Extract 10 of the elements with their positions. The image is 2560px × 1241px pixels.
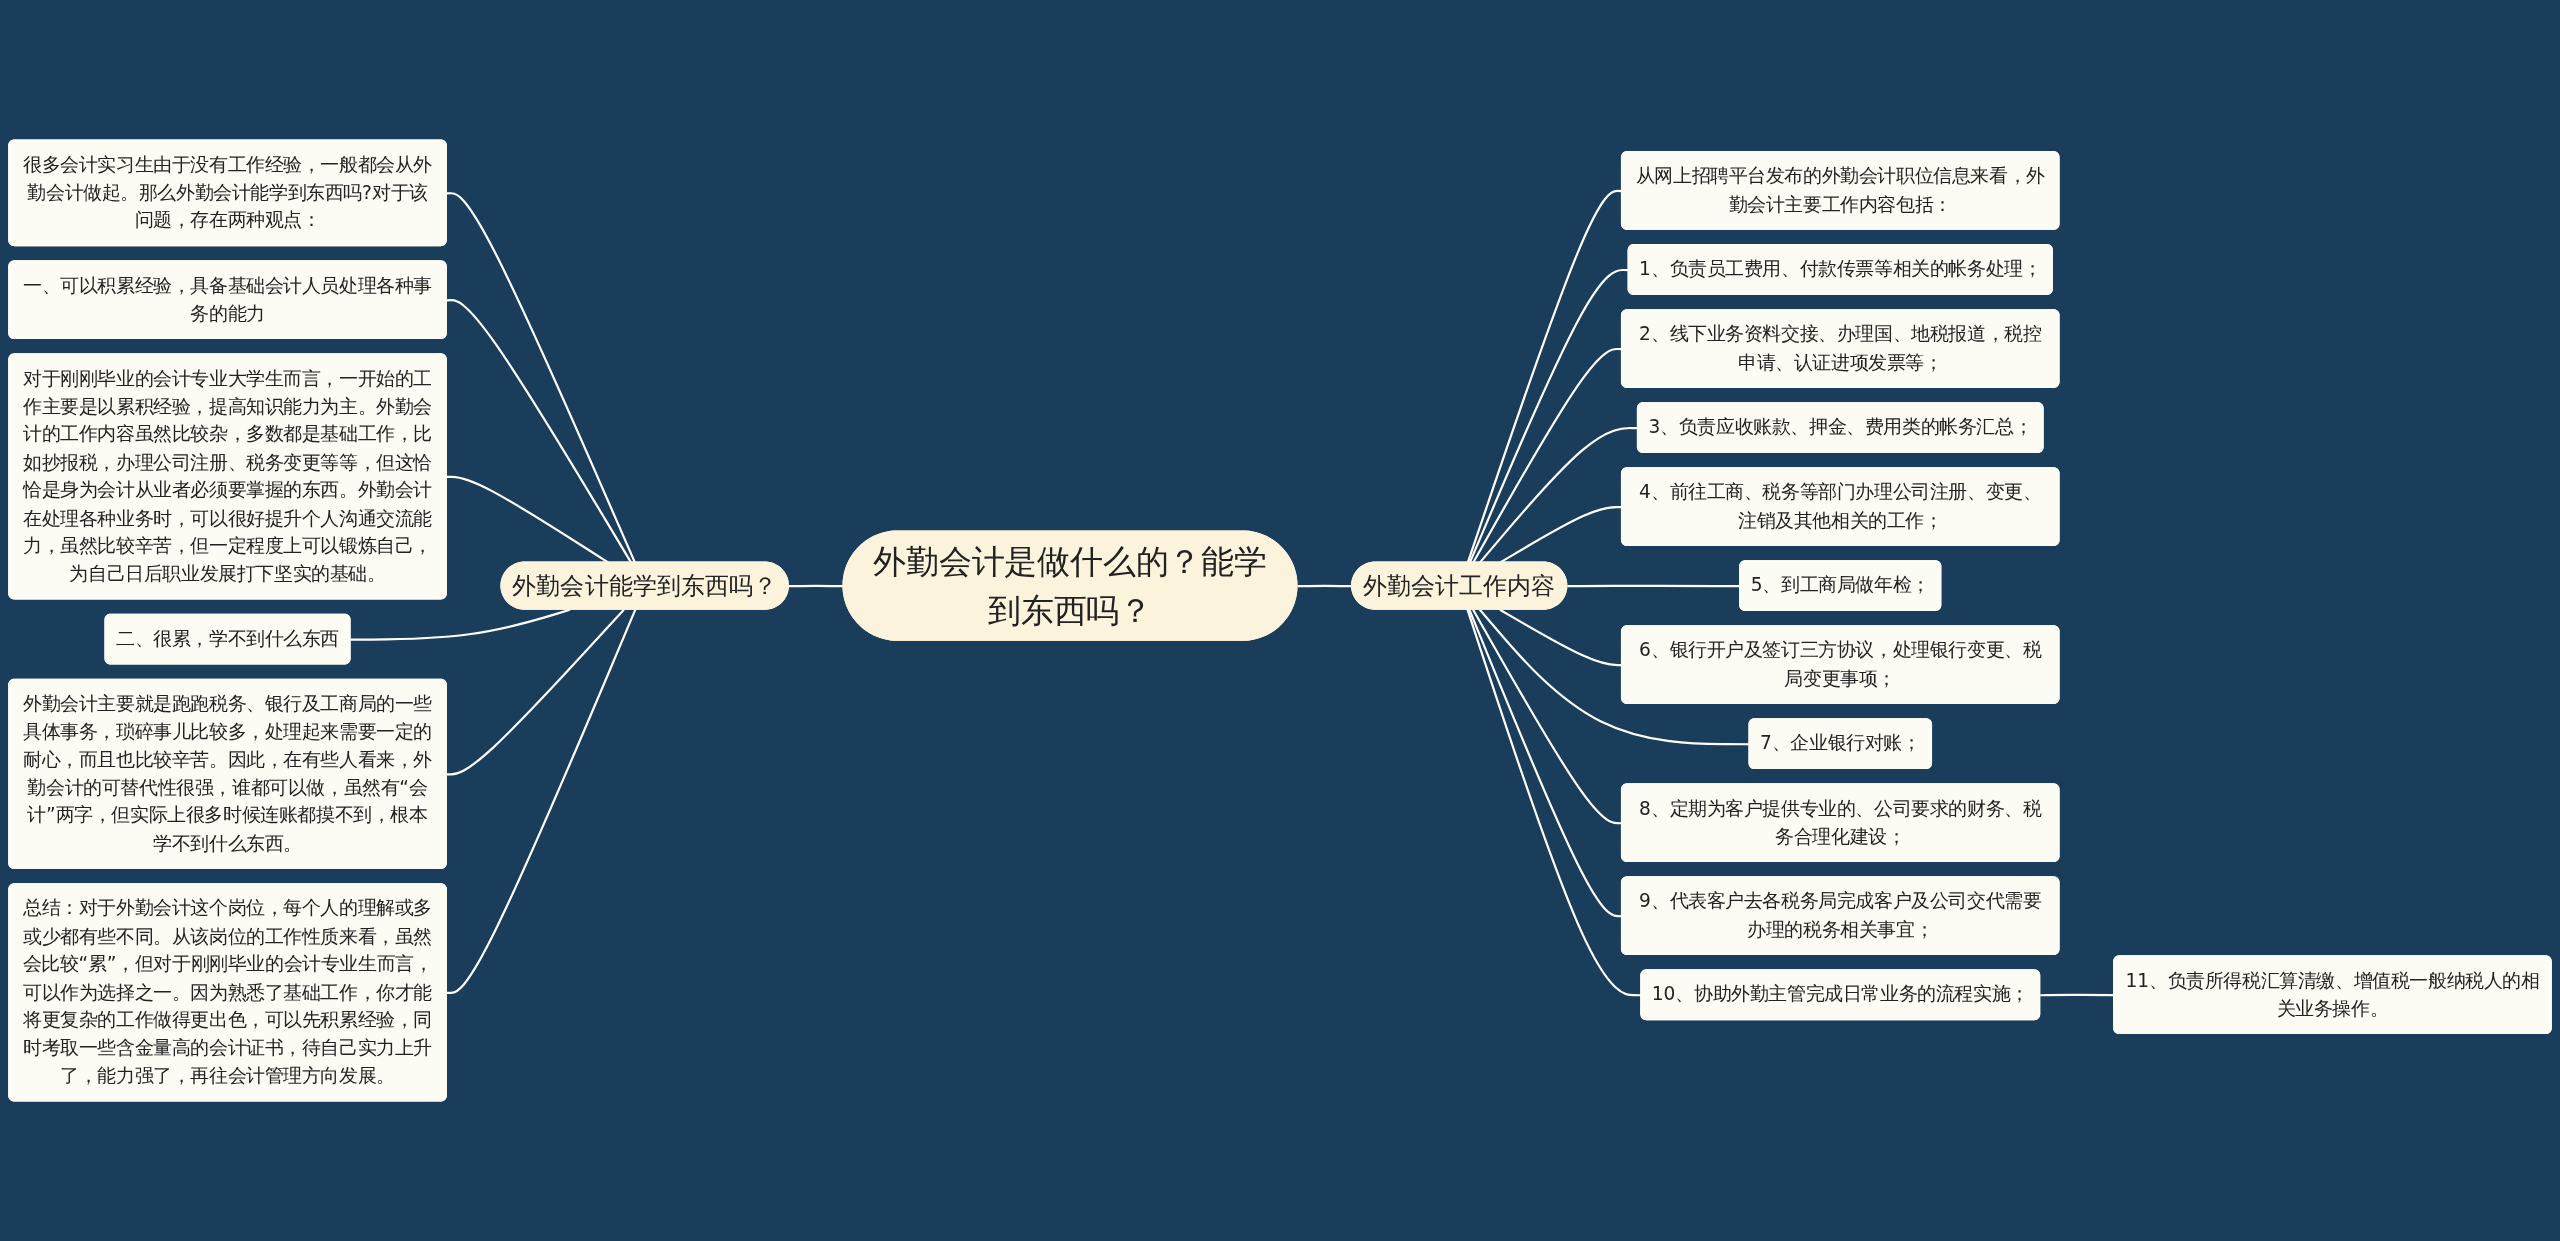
connector (446, 475, 609, 564)
connector (446, 192, 636, 564)
connector (446, 608, 625, 776)
connector (788, 584, 844, 588)
connector (1468, 268, 1629, 564)
connector (446, 609, 637, 995)
connector (1479, 609, 1750, 746)
connector (446, 299, 633, 564)
connector (1479, 426, 1638, 564)
connector (350, 608, 571, 641)
